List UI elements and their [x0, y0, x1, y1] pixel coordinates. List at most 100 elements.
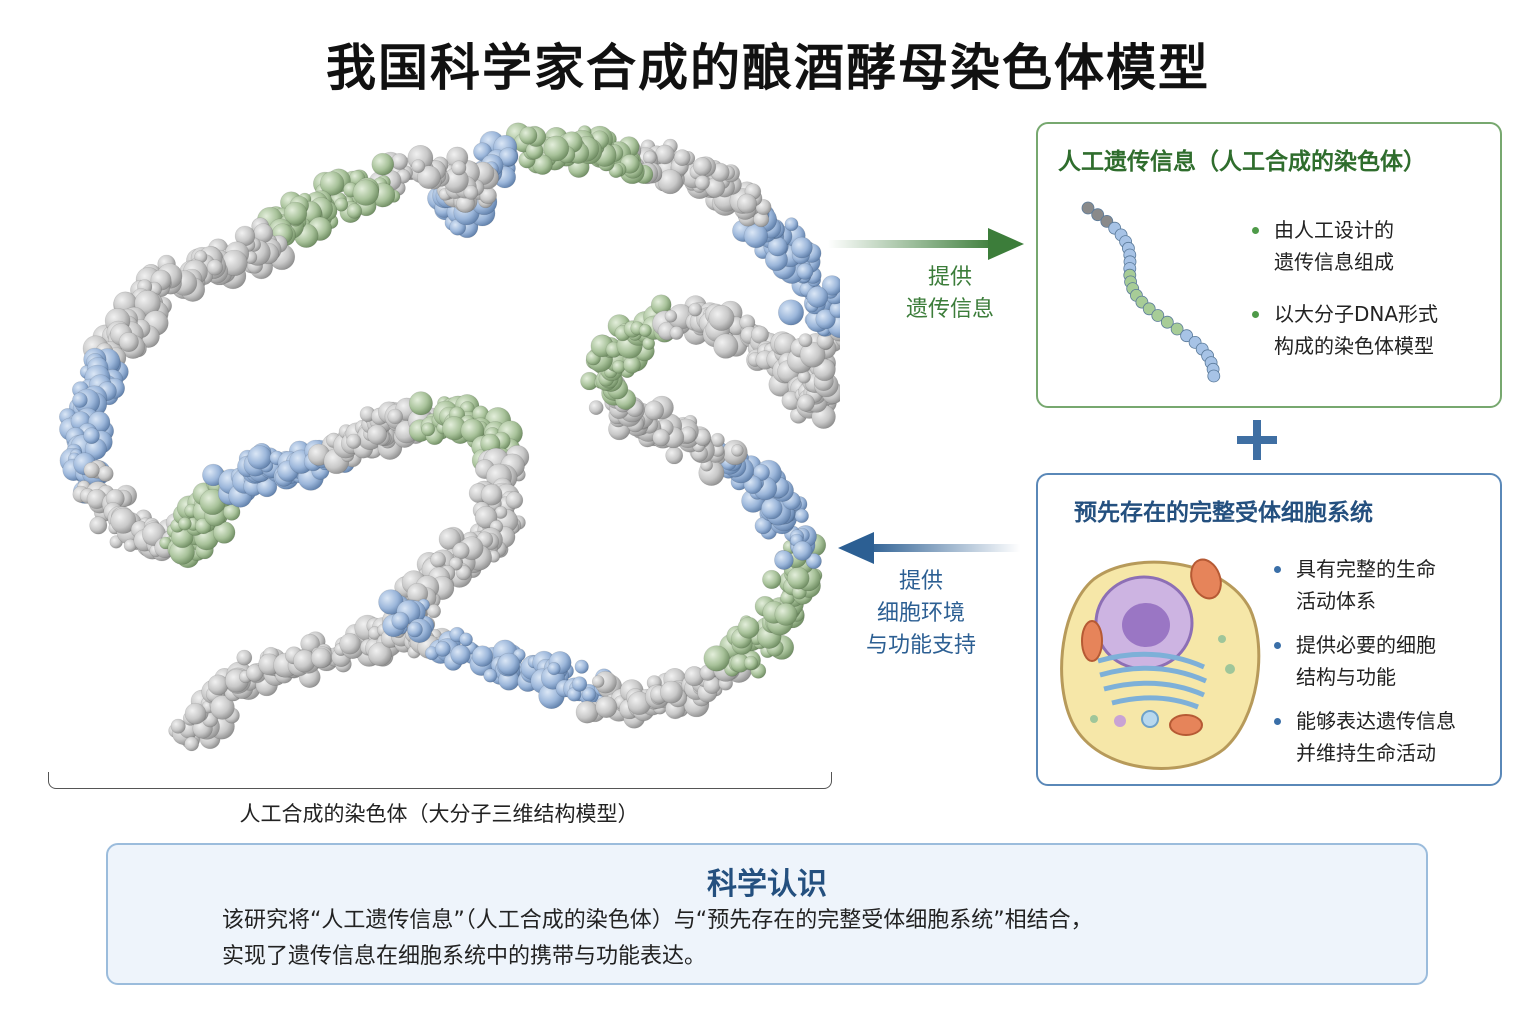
cell-icon	[1060, 558, 1261, 770]
chromosome-bead	[367, 642, 392, 667]
chromosome-bead	[736, 193, 757, 214]
list-item: 提供必要的细胞 结构与功能	[1274, 629, 1456, 693]
chromosome-bead	[713, 333, 739, 359]
chromosome-bead	[797, 394, 815, 412]
list-item-line: 活动体系	[1296, 589, 1376, 613]
chromosome-bead	[575, 700, 599, 724]
chromosome-bead	[743, 223, 769, 249]
bullet-dot-icon	[1274, 718, 1281, 725]
chromosome-bead	[366, 424, 388, 445]
summary-line: 实现了遗传信息在细胞系统中的携带与功能表达。	[222, 944, 707, 969]
chromosome-bead	[456, 565, 472, 581]
dna-bead	[1142, 302, 1156, 316]
chromosome-bead	[283, 201, 308, 226]
chromosome-bead	[406, 621, 423, 638]
list-item-line: 结构与功能	[1296, 665, 1396, 689]
bullet-dot-icon	[1252, 227, 1259, 234]
chromosome-bead	[806, 286, 829, 308]
list-item-line: 以大分子DNA形式	[1274, 302, 1439, 326]
summary-box: 科学认识 该研究将“人工遗传信息”（人工合成的染色体）与“预先存在的完整受体细胞…	[106, 843, 1428, 985]
chromosome-bead	[571, 676, 588, 692]
list-item: 能够表达遗传信息 并维持生命活动	[1274, 705, 1456, 769]
chromosome-bead	[774, 550, 794, 570]
arrow-bottom-line: 细胞环境	[876, 601, 965, 626]
chromosome-bead	[786, 566, 810, 590]
list-item-line: 并维持生命活动	[1296, 741, 1436, 765]
chromosome-bead	[371, 152, 395, 176]
chromosome-bead	[411, 159, 426, 173]
chromosome-bead	[798, 333, 813, 348]
chromosome-bead	[451, 160, 467, 176]
chromosome-bead	[505, 491, 524, 510]
bullet-dot-icon	[1252, 311, 1259, 318]
chromosome-bead	[805, 553, 822, 570]
arrow-top-line: 提供	[927, 265, 972, 290]
list-item-line: 由人工设计的	[1274, 218, 1394, 242]
list-item-line: 构成的染色体模型	[1274, 334, 1434, 358]
chromosome-bead	[430, 551, 446, 568]
chromosome-bead	[463, 185, 479, 200]
chromosome-bead	[591, 675, 605, 688]
chromosome-bead	[110, 507, 137, 534]
chromosome-bead	[417, 165, 441, 190]
list-item: 由人工设计的 遗传信息组成	[1252, 214, 1438, 278]
chromosome-bead	[184, 702, 207, 725]
dna-bead	[1081, 201, 1095, 215]
model-bracket	[48, 772, 832, 789]
dna-bead	[1160, 315, 1174, 329]
chromosome-bead	[774, 602, 798, 626]
chromosome-bead	[471, 645, 494, 667]
summary-title: 科学认识	[707, 867, 827, 902]
model-caption: 人工合成的染色体（大分子三维结构模型）	[239, 802, 639, 826]
chromosome-bead	[72, 392, 88, 408]
chromosome-bead	[310, 647, 332, 669]
arrow-left-icon	[838, 532, 1020, 564]
chromosome-bead	[450, 644, 471, 665]
chromosome-3d-model	[59, 122, 840, 752]
chromosome-bead	[791, 236, 813, 259]
chromosome-bead	[664, 309, 678, 323]
list-item-line: 能够表达遗传信息	[1296, 709, 1456, 733]
chromosome-bead	[688, 302, 703, 317]
chromosome-bead	[459, 632, 473, 647]
chromosome-bead	[408, 391, 433, 416]
chromosome-bead	[452, 542, 470, 560]
genetic-info-title: 人工遗传信息（人工合成的染色体）	[1058, 149, 1426, 175]
chromosome-bead	[89, 516, 108, 535]
chromosome-bead	[669, 325, 684, 340]
chromosome-bead	[519, 126, 538, 145]
cell-system-list: 具有完整的生命 活动体系 提供必要的细胞 结构与功能 能够表达遗传信息 并维持生…	[1274, 553, 1456, 769]
dna-bead	[1091, 208, 1105, 222]
chromosome-bead	[83, 462, 100, 479]
chromosome-bead	[352, 179, 379, 206]
bullet-dot-icon	[1274, 642, 1281, 649]
dna-bead	[1151, 309, 1165, 322]
chromosome-bead	[821, 275, 840, 296]
chromosome-bead	[638, 324, 652, 338]
chromosome-bead	[794, 508, 809, 524]
chromosome-bead	[387, 408, 404, 425]
genetic-info-panel: 人工遗传信息（人工合成的染色体） 由人工设计的 遗传信息组成 以大分子DNA形式…	[1036, 122, 1502, 408]
arrow-bottom-line: 与功能支持	[865, 633, 976, 658]
summary-line: 该研究将“人工遗传信息”（人工合成的染色体）与“预先存在的完整受体细胞系统”相结…	[222, 908, 1093, 933]
chromosome-bead	[543, 135, 570, 162]
chromosome-bead	[547, 661, 561, 676]
arrow-bottom-line: 提供	[898, 569, 943, 594]
chromosome-bead	[784, 217, 799, 232]
chromosome-bead	[750, 325, 769, 344]
chromosome-bead	[346, 433, 362, 449]
plus-icon	[1237, 420, 1277, 460]
chromosome-bead	[708, 304, 735, 331]
list-item: 具有完整的生命 活动体系	[1274, 553, 1456, 617]
chromosome-bead	[483, 668, 498, 683]
arrow-top-line: 遗传信息	[905, 297, 994, 322]
chromosome-bead	[498, 147, 518, 167]
arrow-right-icon	[828, 228, 1024, 260]
bullet-dot-icon	[1274, 566, 1281, 573]
cell-system-panel: 预先存在的完整受体细胞系统 具有完整的生命 活动体系 提供必要的细胞 结构与功能	[1036, 473, 1502, 786]
chromosome-bead	[737, 616, 760, 639]
chromosome-bead	[247, 445, 272, 470]
chromosome-bead	[391, 611, 410, 630]
chromosome-bead	[815, 308, 836, 330]
chromosome-bead	[731, 444, 744, 457]
